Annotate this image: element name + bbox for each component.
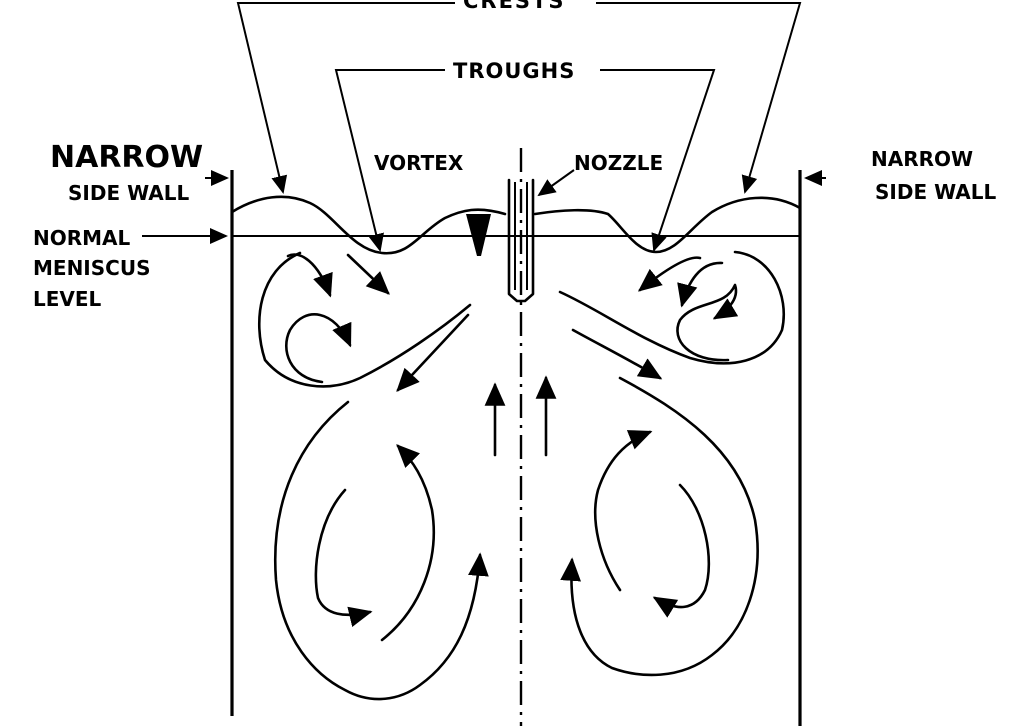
lower-right-loop [560, 376, 759, 677]
crests-leader-lines [236, 2, 802, 194]
troughs-label: TROUGHS [453, 59, 575, 83]
lower-left-loop [273, 400, 489, 701]
normal-label: NORMAL [33, 226, 131, 250]
narrow-right-label: NARROW [871, 147, 973, 171]
crests-label: CRESTS [463, 0, 566, 13]
troughs-leader-lines [334, 69, 716, 252]
meniscus-label: MENISCUS [33, 256, 150, 280]
nozzle [507, 169, 575, 303]
side-wall-left-label: SIDE WALL [68, 181, 189, 205]
narrow-left-label: NARROW [50, 140, 203, 175]
level-label: LEVEL [33, 287, 102, 311]
vortex [466, 214, 491, 256]
vortex-label: VORTEX [374, 151, 464, 175]
upper-left-loop [258, 251, 472, 392]
side-wall-right-label: SIDE WALL [875, 180, 996, 204]
nozzle-label: NOZZLE [574, 151, 663, 175]
upper-right-loop [558, 250, 785, 380]
meniscus-surface [230, 195, 802, 255]
